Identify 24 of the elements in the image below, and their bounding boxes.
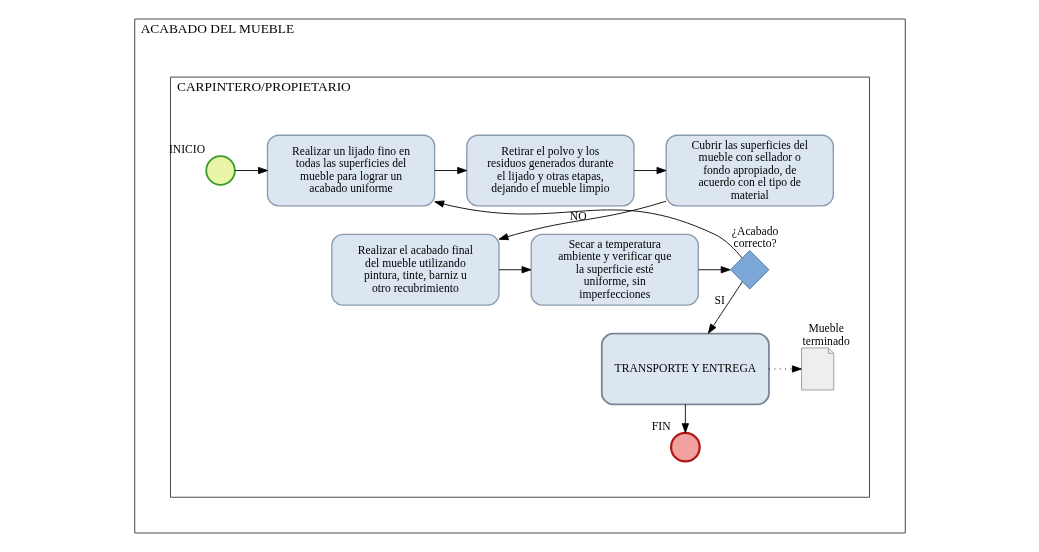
- arrow: [498, 266, 531, 274]
- node-label: FIN: [651, 419, 671, 433]
- arrow: [768, 365, 802, 373]
- arrow: [433, 200, 742, 259]
- node-diamond: [729, 250, 769, 290]
- node-box: Secar a temperatura ambiente y verificar que la superficie esté uniforme, sin imperfecciones: [530, 233, 699, 306]
- arrow: [707, 281, 743, 334]
- arrow: [681, 404, 689, 434]
- node-box: Realizar el acabado final del mueble utilizando pintura, tinte, barniz u otro recubrimiento: [330, 233, 500, 306]
- node-circle: [204, 155, 236, 186]
- node-box: TRANSPORTE Y ENTREGA: [600, 332, 770, 406]
- node-label: ¿Acabado correcto?: [731, 224, 778, 251]
- node-box: Realizar un lijado fino en todas las superficies del mueble para lograr un acabado uniforme: [266, 134, 435, 207]
- arrow: [697, 266, 731, 274]
- edge-label: NO: [569, 210, 587, 224]
- node-box: Cubrir las superficies del mueble con sellador o fondo apropiado, de acuerdo con el tipo de material: [665, 134, 834, 207]
- edge-label: SI: [713, 294, 725, 308]
- arrow: [234, 166, 268, 175]
- node-circle: [669, 431, 701, 463]
- arrow: [498, 200, 666, 241]
- arrow: [433, 166, 467, 175]
- arrow: [633, 166, 666, 175]
- node-label: Mueble terminado: [802, 322, 850, 348]
- node-box: Retirar el polvo y los residuos generados durante el lijado y otras etapas, dejando el mueble limpio: [465, 134, 635, 207]
